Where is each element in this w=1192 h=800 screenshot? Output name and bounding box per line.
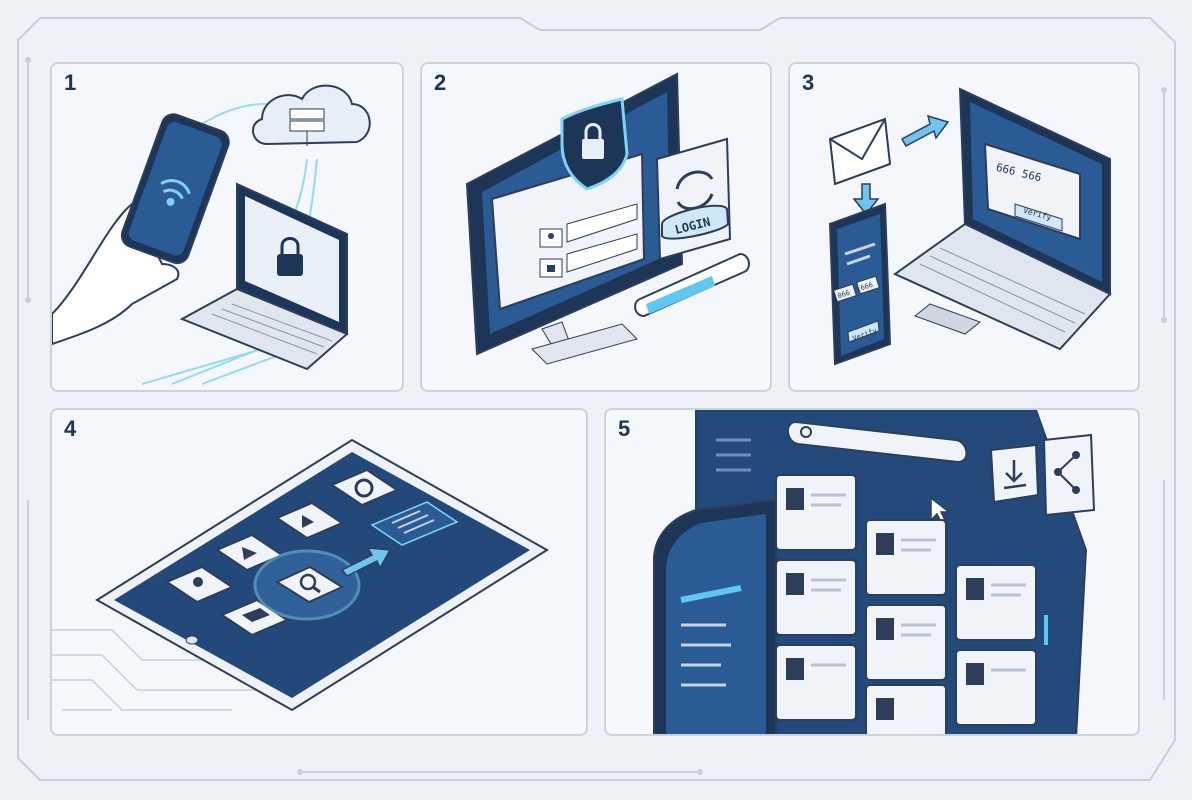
tablet-icon: [653, 498, 777, 734]
step-4-illustration: [52, 438, 549, 712]
verify-button[interactable]: Verify: [1014, 203, 1063, 232]
profile-card[interactable]: [775, 474, 857, 551]
phone-code-b: 666: [859, 281, 874, 293]
step-panel-1: 1: [50, 62, 404, 392]
login-button[interactable]: LOGIN: [661, 204, 730, 240]
step-panel-5: 5: [604, 408, 1140, 736]
profile-card[interactable]: [775, 559, 857, 636]
profile-card[interactable]: [865, 604, 947, 681]
step-number: 4: [64, 416, 77, 441]
envelope-icon: [828, 117, 892, 186]
profile-card[interactable]: [955, 649, 1037, 726]
avatar-icons: [786, 488, 984, 720]
step-number: 1: [64, 70, 77, 95]
profile-card[interactable]: [775, 644, 857, 721]
arrow-icon: [852, 114, 950, 216]
refresh-card: [655, 137, 732, 261]
app-tile-a[interactable]: [274, 501, 345, 540]
phone-code-a: 066: [836, 289, 851, 301]
step-5-illustration: [653, 410, 1096, 736]
search-input[interactable]: [787, 420, 968, 464]
gear-icon[interactable]: [329, 468, 400, 507]
results-list: [370, 501, 459, 546]
step-3-illustration: 666 566 Verify 066 666: [828, 87, 1112, 366]
profile-card[interactable]: [955, 564, 1037, 641]
login-window: [490, 152, 646, 311]
step-panel-2: 2: [420, 62, 772, 392]
step-number: 5: [618, 416, 631, 441]
profile-card[interactable]: [865, 519, 947, 596]
search-icon[interactable]: [253, 549, 361, 621]
phone-icon: 066 666 Verify: [828, 202, 892, 366]
share-icon[interactable]: [1042, 433, 1096, 517]
laptop-icon: 666 566 Verify: [893, 87, 1112, 351]
download-icon[interactable]: [989, 443, 1040, 504]
folder-icon[interactable]: [219, 598, 290, 637]
step-2-illustration: LOGIN: [465, 72, 750, 365]
step-panel-4: 4: [50, 408, 588, 736]
step-number: 3: [802, 70, 815, 95]
step-panel-3: 3 666 566 Verify: [788, 62, 1140, 392]
search-icon: [800, 426, 812, 438]
user-icon: [539, 228, 563, 248]
phone-icon: [120, 113, 230, 265]
lock-icon: [277, 237, 303, 276]
user-icon[interactable]: [164, 565, 235, 604]
cloud-server-icon: [252, 84, 371, 146]
profile-card[interactable]: [865, 684, 947, 736]
shield-lock-icon: [560, 97, 629, 191]
wifi-icon: [160, 179, 191, 206]
step-1-illustration: [52, 84, 371, 385]
laptop-icon: [179, 182, 349, 371]
arrow-icon: [340, 547, 392, 577]
key-icon: [539, 258, 563, 278]
progress-bar: [634, 252, 750, 318]
step-number: 2: [434, 70, 447, 95]
